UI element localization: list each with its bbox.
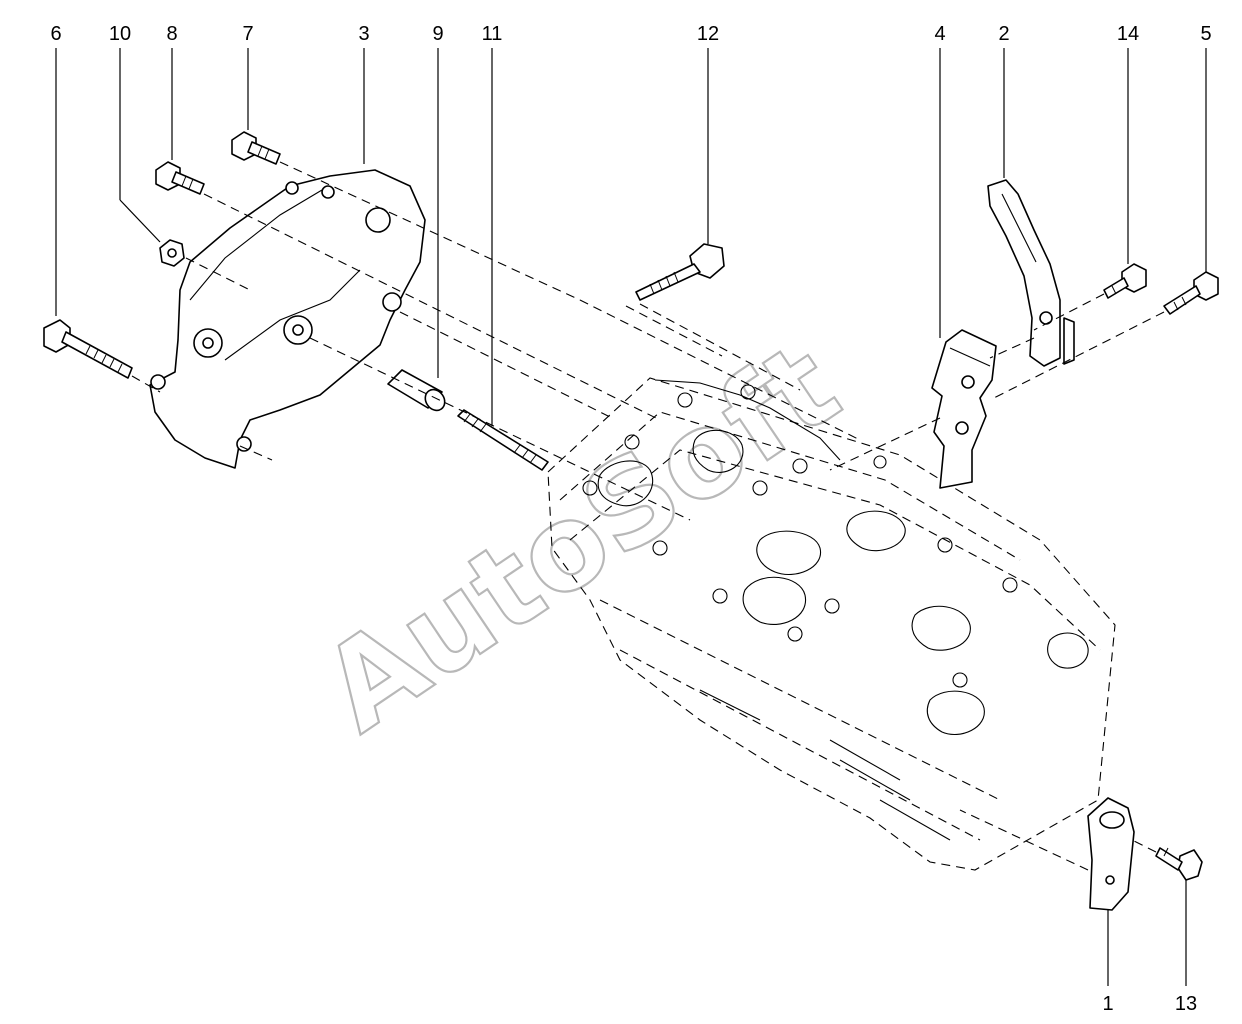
callout-2: 2 [998, 23, 1009, 45]
timing-cover-bracket [149, 169, 426, 469]
bolt-14 [1103, 263, 1147, 299]
bolt-12 [635, 243, 725, 301]
callout-12: 12 [697, 23, 719, 45]
stud [457, 409, 549, 471]
lifting-hook [987, 179, 1075, 367]
callout-10: 10 [109, 23, 131, 45]
callout-13: 13 [1175, 993, 1197, 1015]
rear-bracket [1087, 797, 1135, 911]
bolt-13 [1155, 847, 1203, 881]
bolt-7 [231, 131, 281, 165]
callout-11: 11 [482, 23, 503, 45]
callout-6: 6 [50, 23, 61, 45]
long-bolt [43, 319, 133, 379]
nut [159, 239, 185, 267]
assembly-lines [131, 161, 1165, 871]
cylinder-head [547, 377, 1116, 871]
callout-8: 8 [166, 23, 177, 45]
dowel-sleeve [387, 369, 446, 412]
callout-1: 1 [1102, 993, 1113, 1015]
callout-9: 9 [432, 23, 443, 45]
callout-14: 14 [1117, 23, 1139, 45]
watermark-text: AutoSoft [298, 316, 861, 758]
callout-7: 7 [242, 23, 253, 45]
callout-labels: 6 10 8 7 3 9 11 12 4 2 14 5 1 13 [50, 23, 1211, 1015]
bolt-5 [1163, 271, 1219, 315]
bolt-8 [155, 161, 205, 195]
callout-3: 3 [358, 23, 369, 45]
lifting-bracket [931, 329, 997, 489]
callout-5: 5 [1200, 23, 1211, 45]
callout-4: 4 [934, 23, 945, 45]
leader-lines [55, 48, 1207, 986]
